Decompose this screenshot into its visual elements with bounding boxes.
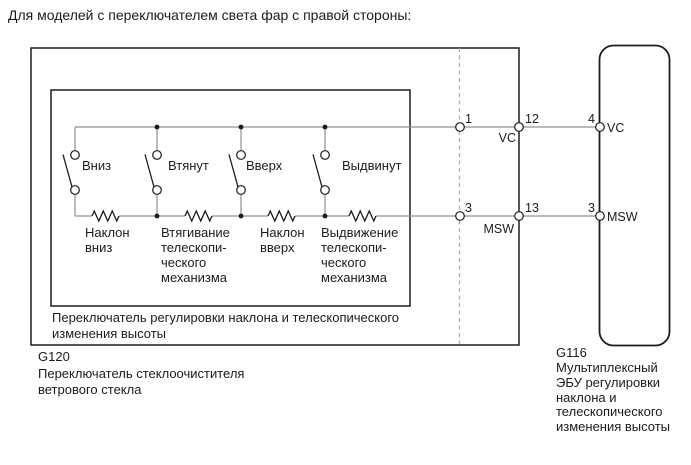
switch-contact: [320, 185, 330, 195]
switch-position-label: Втянут: [168, 158, 209, 173]
switch-function-label: механизма: [321, 270, 388, 285]
resistor-tilt-down: [91, 209, 120, 223]
g120-msw-signal-label: MSW: [483, 222, 514, 236]
switch-function-label: телескопи-: [161, 240, 227, 255]
junction-dot: [322, 213, 328, 219]
switch-branch-retracted: Втянут Втягивание телескопи- ческого мех…: [144, 124, 230, 285]
g120-pin-12-circle: [514, 122, 524, 132]
switch-contact: [70, 185, 80, 195]
g116-name-line5: изменения высоты: [556, 419, 670, 434]
g120-box: [30, 47, 520, 346]
g116-vc-signal-label: VC: [607, 121, 624, 135]
switch-contact: [320, 150, 330, 160]
switch-function-label: ческого: [161, 255, 206, 270]
switch-blade: [312, 154, 323, 188]
switch-function-label: Выдвижение: [321, 225, 398, 240]
switch-function-label: вверх: [260, 240, 295, 255]
switch-contact: [70, 150, 80, 160]
g120-name-line1: Переключатель стеклоочистителя: [38, 366, 244, 381]
g116-pin-4-number: 4: [588, 112, 595, 126]
switch-function-label: Втягивание: [161, 225, 230, 240]
resistor-telescopic-retract: [184, 209, 213, 223]
switch-position-label: Выдвинут: [342, 158, 401, 173]
switch-function-label: Наклон: [260, 225, 305, 240]
switch-blade: [144, 154, 155, 188]
junction-dot: [154, 213, 160, 219]
g120-pin-13-number: 13: [525, 201, 539, 215]
switch-function-label: телескопи-: [321, 240, 387, 255]
g116-name-line1: Мультиплексный: [556, 360, 658, 375]
g116-msw-signal-label: MSW: [607, 210, 638, 224]
g120-vc-signal-label: VC: [499, 131, 516, 145]
junction-dot: [238, 213, 244, 219]
switch-function-label: Наклон: [85, 225, 130, 240]
g120-name-line2: ветрового стекла: [38, 382, 142, 397]
g116-name-line3: наклона и: [556, 390, 617, 405]
connector-pin-3-circle: [455, 211, 465, 221]
connector-pin-3-number: 3: [465, 201, 472, 215]
g116-pin-4-circle: [595, 122, 605, 132]
g120-label-block: G120 Переключатель стеклоочистителя ветр…: [38, 349, 244, 397]
switch-contact: [236, 150, 246, 160]
switch-panel-caption-line2: изменения высоты: [52, 326, 166, 341]
switch-contact: [236, 185, 246, 195]
resistor-telescopic-extend: [348, 209, 377, 223]
switch-function-label: механизма: [161, 270, 228, 285]
g120-pin-12-number: 12: [525, 112, 539, 126]
g116-name-line2: ЭБУ регулировки: [556, 375, 660, 390]
junction-dot: [238, 124, 244, 130]
junction-dot: [322, 124, 328, 130]
switch-contact: [152, 185, 162, 195]
g120-code: G120: [38, 349, 70, 364]
switch-panel-box: [50, 89, 411, 307]
switch-position-label: Вверх: [246, 158, 283, 173]
switch-branch-up: Вверх Наклон вверх: [228, 124, 305, 255]
switch-panel-caption-line1: Переключатель регулировки наклона и теле…: [52, 310, 399, 325]
switch-function-label: вниз: [85, 240, 112, 255]
g120-pin-13-circle: [514, 211, 524, 221]
resistor-tilt-up: [267, 209, 296, 223]
switch-branch-down: Вниз Наклон вниз: [62, 127, 130, 255]
connector-pin-1-number: 1: [465, 112, 472, 126]
switch-blade: [62, 154, 73, 188]
page-title: Для моделей с переключателем света фар с…: [8, 7, 411, 23]
g116-name-line4: телескопического: [556, 404, 663, 419]
g116-box: [598, 44, 671, 347]
switch-position-label: Вниз: [82, 158, 111, 173]
g116-pin-3-number: 3: [588, 201, 595, 215]
switch-contact: [152, 150, 162, 160]
junction-dot: [154, 124, 160, 130]
switch-blade: [228, 154, 239, 188]
switch-function-label: ческого: [321, 255, 366, 270]
g116-label-block: G116 Мультиплексный ЭБУ регулировки накл…: [556, 345, 670, 434]
g116-pin-3-circle: [595, 211, 605, 221]
switch-branch-extended: Выдвинут Выдвижение телескопи- ческого м…: [312, 124, 401, 285]
g116-code: G116: [556, 345, 587, 360]
connector-pin-1-circle: [455, 122, 465, 132]
